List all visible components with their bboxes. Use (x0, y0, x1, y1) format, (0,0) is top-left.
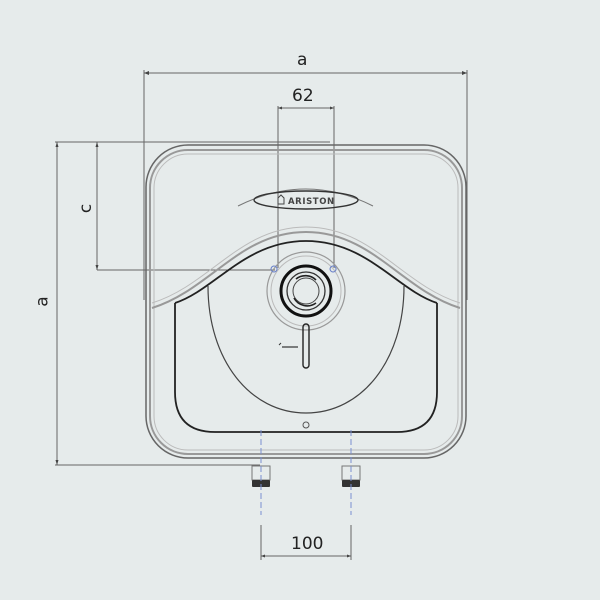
knob-height-label: c (76, 203, 97, 214)
brand-label: ARISTON (288, 197, 335, 207)
brand-badge: ARISTON (237, 188, 374, 210)
spacing-100-dimension (260, 525, 352, 560)
temperature-indicator-icon (270, 265, 337, 273)
width-label: a (297, 50, 308, 70)
pipe-axes (260, 430, 352, 515)
knob-height-dimension (95, 142, 275, 271)
spacing-62-dimension (277, 106, 335, 268)
heater-body (145, 144, 467, 459)
outlet-pipe (341, 465, 361, 487)
spacing-62-label: 62 (292, 86, 314, 106)
width-dimension (143, 70, 468, 300)
spacing-100-label: 100 (291, 534, 324, 554)
height-label: a (32, 296, 53, 307)
front-panel (151, 226, 461, 433)
ariston-logo-icon (277, 194, 285, 205)
height-dimension (55, 141, 330, 466)
thermostat-knob (266, 251, 346, 331)
indicator-light (278, 323, 310, 369)
